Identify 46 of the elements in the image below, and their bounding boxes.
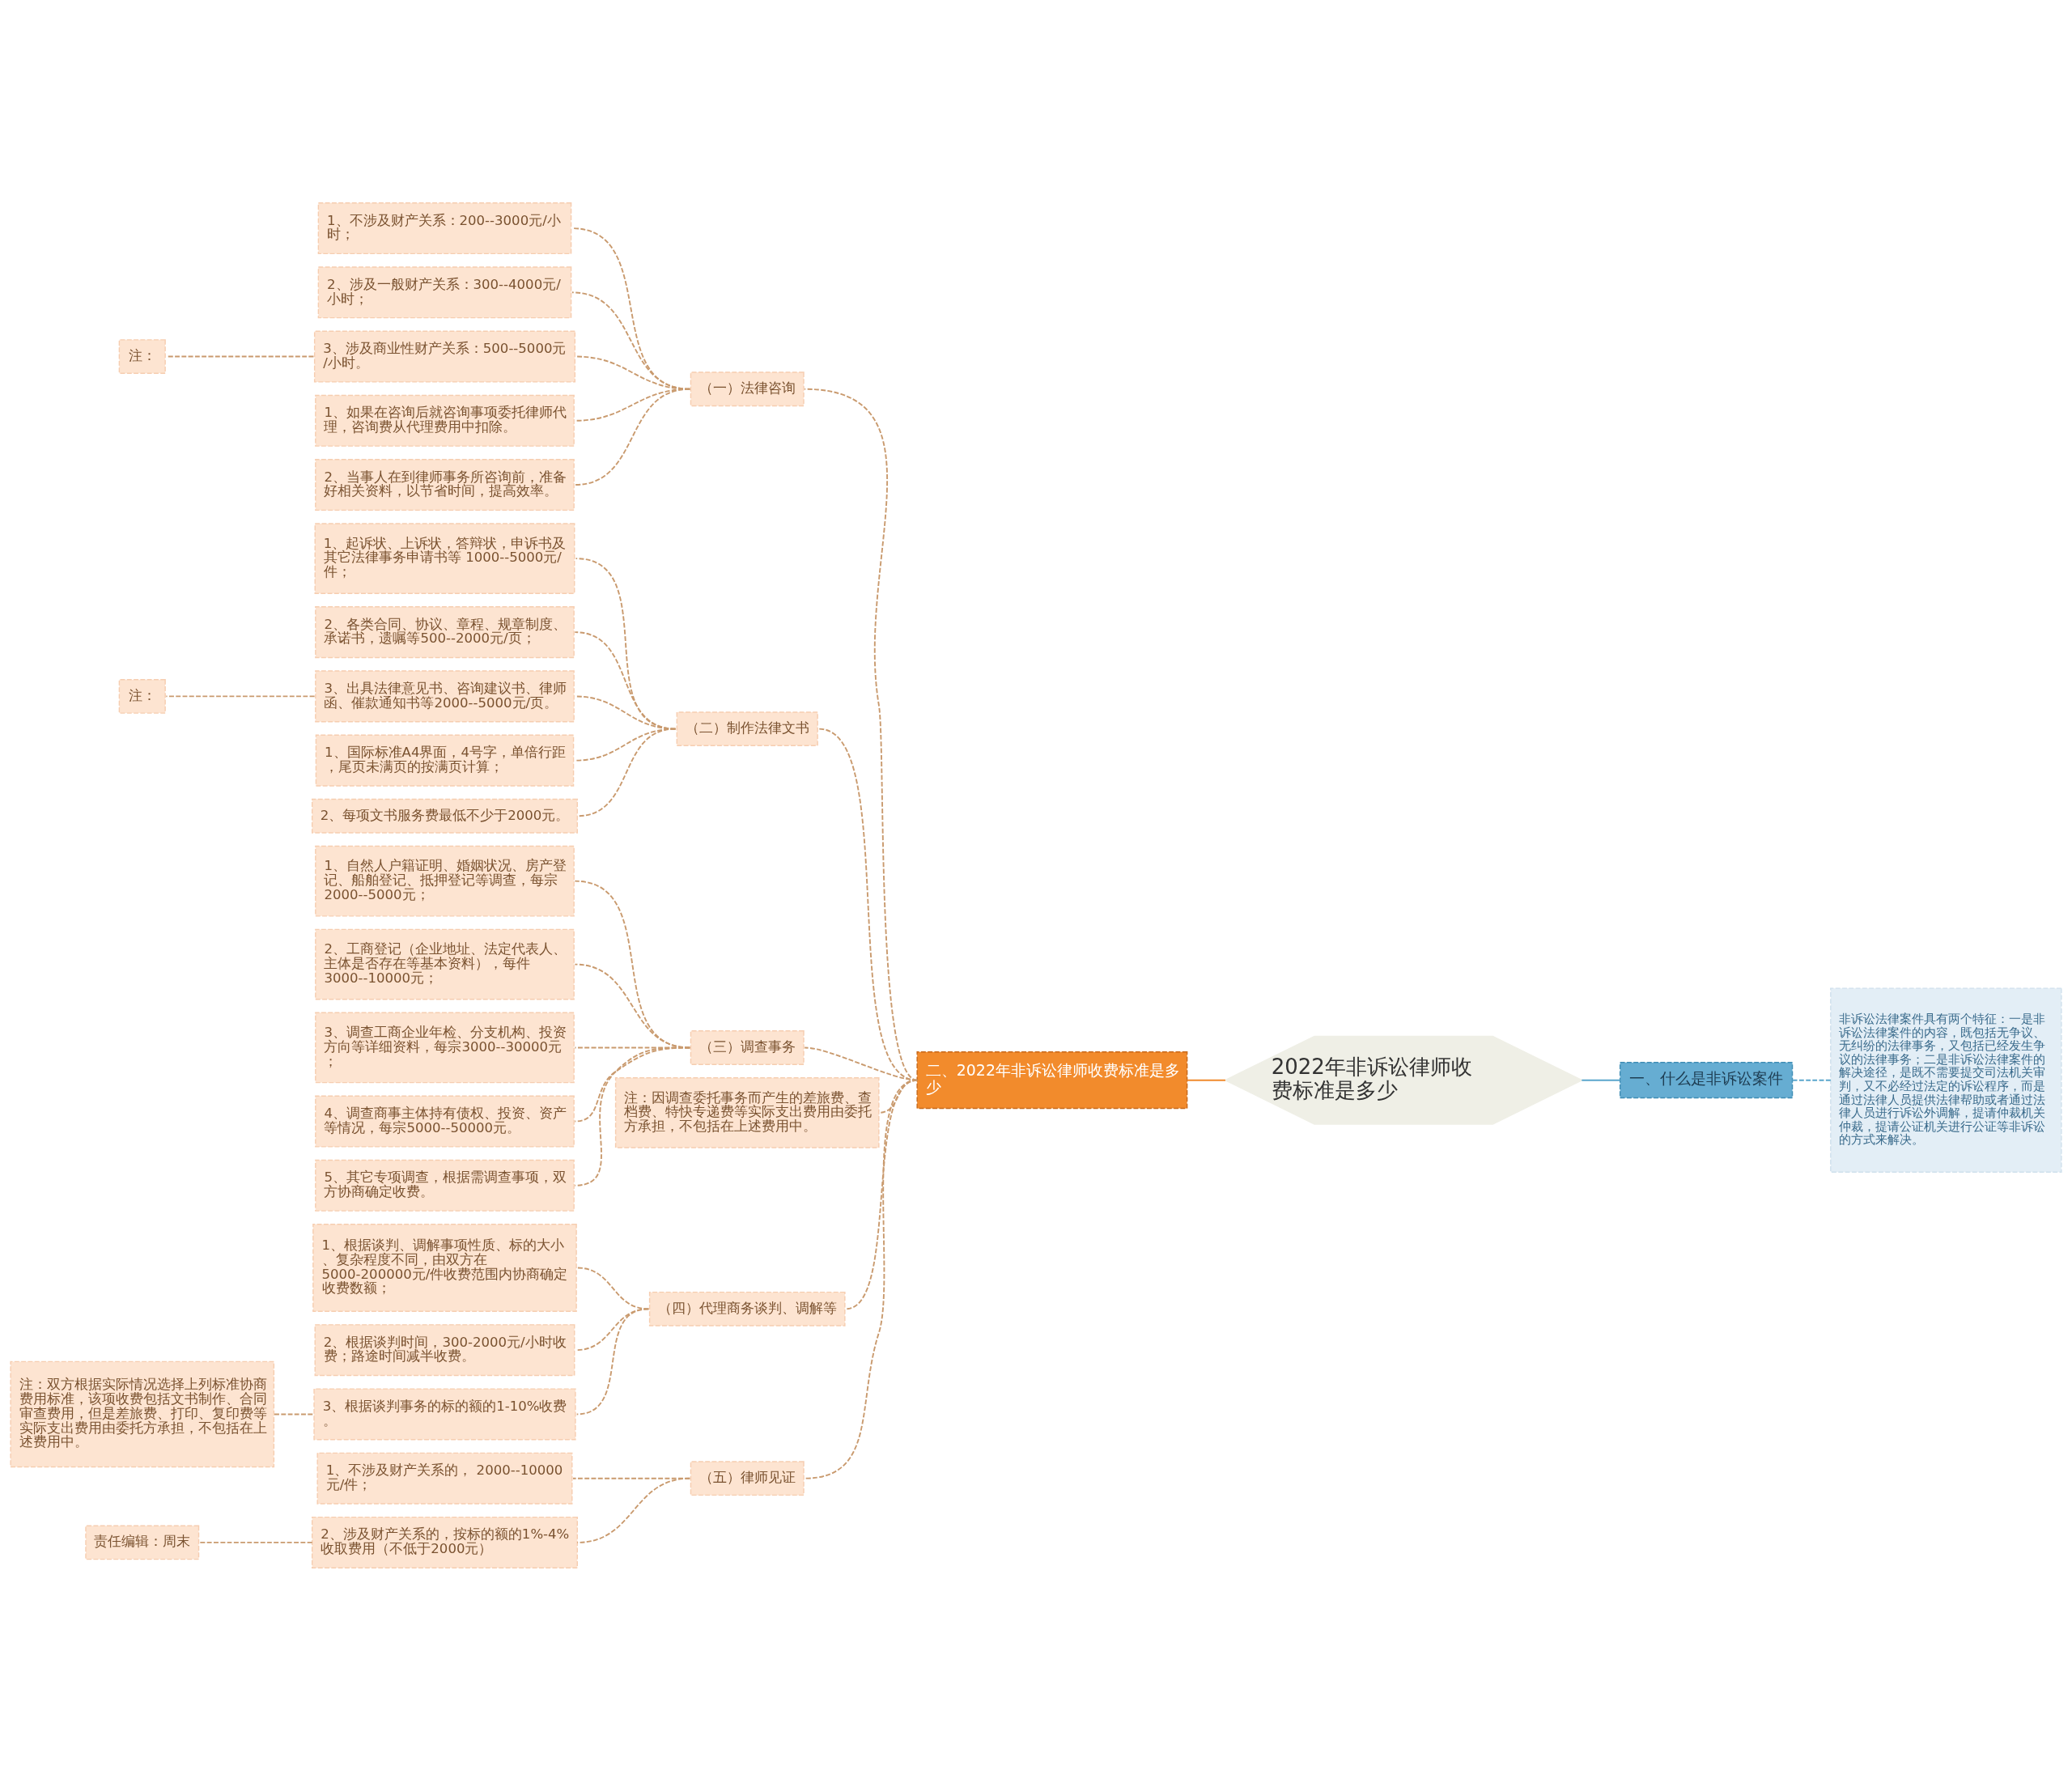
- node-box: （三）调查事务: [690, 1029, 805, 1065]
- connector: [574, 880, 691, 1048]
- node-box: 3、根据谈判事务的标的额的1-10%收费。: [313, 1387, 576, 1440]
- connector: [165, 694, 316, 697]
- node-box: 2、涉及一般财产关系：300--4000元/小时；: [317, 265, 572, 318]
- connector: [574, 1046, 691, 1186]
- node-box: 二、2022年非诉讼律师收费标准是多少: [916, 1051, 1188, 1109]
- node-box: （一）法律咨询: [690, 371, 805, 406]
- node-box: 非诉讼法律案件具有两个特征：一是非诉讼法律案件的内容，既包括无争议、无纠纷的法律事务，又包括已经发生争议的法律事务；二是非诉讼法律案件的解决途径，是既不需要提交司法机关审判，又不必经过法定的诉讼程序，而是通过法律人员提供法律帮助或者通过法律人员进行诉讼外调解，提请仲裁机关仲裁，提请公证机关进行公证等非诉讼的方式来解决。: [1830, 987, 2062, 1173]
- node-box: 2、各类合同、协议、章程、规章制度、承诺书，遗嘱等500--2000元/页；: [315, 605, 575, 658]
- node-box: 3、调查工商企业年检、分支机构、投资方向等详细资料，每宗3000--30000元；: [315, 1012, 575, 1083]
- node-box: 1、自然人户籍证明、婚姻状况、房产登记、船舶登记、抵押登记等调查，每宗2000--5000元；: [315, 845, 575, 917]
- node-box: 一、什么是非诉讼案件: [1619, 1061, 1794, 1098]
- node-box: 1、不涉及财产关系：200--3000元/小时；: [317, 202, 572, 254]
- node-box: 注：双方根据实际情况选择上列标准协商费用标准，该项收费包括文书制作、合同审查费用，但是差旅费、打印、复印费等实际支出费用由委托方承担，不包括在上述费用中。: [10, 1360, 275, 1467]
- connector: [574, 388, 691, 486]
- node-box: （四）代理商务谈判、调解等: [648, 1291, 846, 1326]
- node-box: 注：: [118, 338, 166, 374]
- node-box: 2、根据谈判时间，300-2000元/小时收费；路途时间减半收费。: [314, 1323, 575, 1376]
- connector: [574, 963, 691, 1048]
- node-box: 1、如果在咨询后就咨询事项委托律师代理，咨询费从代理费用中扣除。: [315, 394, 575, 447]
- node-box: 1、国际标准A4界面，4号字，单倍行距，尾页未满页的按满页计算；: [315, 734, 575, 787]
- node-box: 责任编辑：周末: [85, 1525, 200, 1560]
- connector: [1791, 1079, 1832, 1081]
- node-box: 2、涉及财产关系的，按标的额的1%-4%收取费用（不低于2000元）: [312, 1516, 578, 1568]
- connector: [804, 388, 919, 1081]
- node-box: 5、其它专项调查，根据需调查事项，双方协商确定收费。: [315, 1159, 575, 1212]
- node-box: （二）制作法律文书: [676, 711, 818, 746]
- node-box: 2、工商登记（企业地址、法定代表人、主体是否存在等基本资料），每件3000--10000元；: [315, 928, 575, 1000]
- node-box: （五）律师见证: [690, 1460, 805, 1496]
- connector: [273, 1413, 314, 1415]
- connector: [576, 1477, 691, 1543]
- node-box: 1、不涉及财产关系的， 2000--10000元/件；: [316, 1452, 573, 1505]
- node-box: 1、起诉状、上诉状，答辩状，申诉书及其它法律事务申请书等 1000--5000元/件；: [314, 522, 575, 594]
- connector: [1186, 1079, 1226, 1081]
- node-box: 2、每项文书服务费最低不少于2000元。: [312, 798, 578, 834]
- node-box: 4、调查商事主体持有债权、投资、资产等情况，每宗5000--50000元。: [315, 1095, 575, 1148]
- node-box: 注：: [118, 678, 166, 714]
- connector: [575, 1307, 650, 1415]
- node-box: 1、根据谈判、调解事项性质、标的大小、复杂程度不同，由双方在5000-200000元/件收费范围内协商确定收费数额；: [312, 1223, 577, 1312]
- connector: [1581, 1079, 1621, 1081]
- node-box: 注：因调查委托事务而产生的差旅费、查档费、特快专递费等实际支出费用由委托方承担，不包括在上述费用中。: [614, 1076, 880, 1148]
- connector: [198, 1541, 313, 1543]
- node-box: 2、当事人在到律师事务所咨询前，准备好相关资料，以节省时间，提高效率。: [315, 458, 575, 511]
- node-box: 3、出具法律意见书、咨询建议书、律师函、催款通知书等2000--5000元/页。: [315, 669, 575, 722]
- node-box: 3、涉及商业性财产关系：500--5000元/小时。: [313, 330, 576, 383]
